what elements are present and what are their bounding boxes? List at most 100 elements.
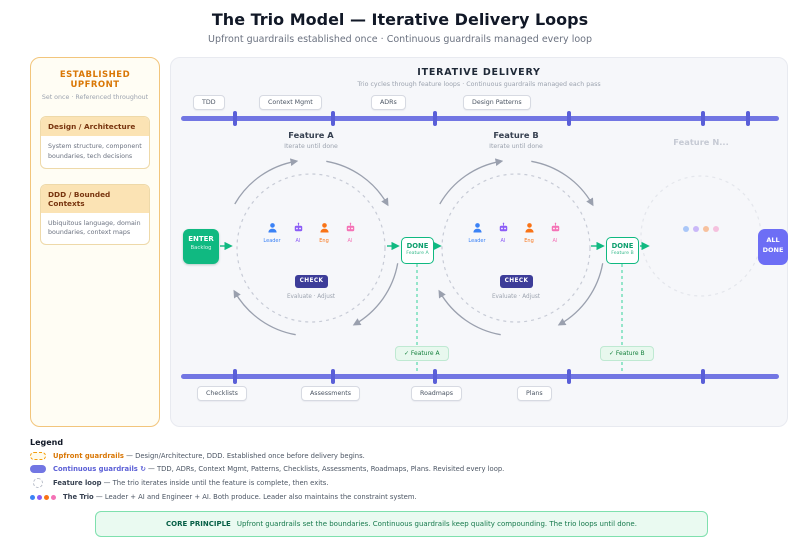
card-ddd-bounded-contexts: DDD / Bounded Contexts Ubiquitous langua…	[40, 183, 150, 245]
guardrail-tick	[567, 111, 571, 126]
legend-rest: — TDD, ADRs, Context Mgmt, Patterns, Che…	[145, 465, 505, 473]
trio-row-feature-a: Leader AI Eng AI	[256, 218, 366, 244]
card-title: Design / Architecture	[41, 117, 149, 136]
trio-dot	[37, 494, 42, 500]
guardrail-pill-assessments: Assessments	[301, 386, 361, 401]
trio-dot	[30, 494, 35, 500]
trio-dot	[51, 494, 56, 500]
all-done-node: ALL DONE	[758, 229, 788, 265]
trio-dots-icon	[30, 494, 56, 500]
all-done-line1: ALL	[766, 236, 780, 244]
legend-lead: Feature loop	[53, 479, 102, 487]
guardrail-pill-plans: Plans	[517, 386, 552, 401]
done-sublabel: Feature A	[406, 251, 429, 256]
delivery-title: ITERATIVE DELIVERY	[417, 67, 541, 78]
done-node-feature-b: DONE Feature B	[606, 237, 639, 264]
continuous-guardrail-line-top	[181, 116, 779, 121]
trio-member-eng: Eng	[314, 218, 335, 244]
robot-icon	[551, 222, 559, 232]
evaluate-adjust-label: Evaluate · Adjust	[286, 294, 336, 300]
person-icon	[319, 223, 329, 233]
trio-member-ai: AI	[545, 218, 566, 244]
legend-item-continuous: Continuous guardrails ↻ — TDD, ADRs, Con…	[30, 465, 650, 473]
legend-lead: Upfront guardrails	[53, 452, 124, 460]
person-icon	[267, 223, 277, 233]
legend-rest: — Design/Architecture, DDD. Established …	[123, 452, 365, 460]
legend-item-upfront: Upfront guardrails — Design/Architecture…	[30, 452, 650, 460]
trio-member-ai: AI	[288, 218, 309, 244]
trio-member-eng: Eng	[519, 218, 540, 244]
guardrail-tick	[433, 369, 437, 384]
delivery-subtitle: Trio cycles through feature loops · Cont…	[357, 81, 601, 88]
guardrail-tick	[567, 369, 571, 384]
feature-a-subtitle: Iterate until done	[284, 143, 338, 150]
trio-dot	[713, 226, 719, 232]
trio-dot	[44, 494, 49, 500]
trio-dot	[703, 226, 709, 232]
legend-title: Legend	[30, 438, 64, 447]
legend-lead: The Trio	[63, 493, 94, 501]
enter-label: ENTER	[188, 235, 214, 243]
feature-n-title: Feature N...	[673, 137, 729, 147]
page-title: The Trio Model — Iterative Delivery Loop…	[211, 10, 589, 29]
guardrail-tick	[701, 111, 705, 126]
trio-dot	[693, 226, 699, 232]
guardrail-tick	[331, 111, 335, 126]
evaluate-adjust-label: Evaluate · Adjust	[491, 294, 541, 300]
complete-pill-feature-a: ✓ Feature A	[395, 346, 449, 361]
core-principle-label: CORE PRINCIPLE	[166, 520, 231, 528]
feature-loop-icon	[33, 478, 43, 488]
trio-member-leader: Leader	[467, 218, 488, 244]
upfront-guardrail-icon	[30, 452, 46, 460]
legend-rest: — The trio iterates inside until the fea…	[101, 479, 329, 487]
trio-row-feature-b: Leader AI Eng AI	[461, 218, 571, 244]
done-label: DONE	[406, 242, 429, 250]
person-icon	[472, 223, 482, 233]
card-title: DDD / Bounded Contexts	[41, 184, 149, 213]
guardrail-tick	[746, 111, 750, 126]
continuous-guardrail-icon	[30, 465, 46, 473]
upfront-title: ESTABLISHED UPFRONT	[59, 70, 131, 90]
trio-row-feature-n	[683, 226, 719, 232]
check-node-feature-b: CHECK	[500, 275, 533, 288]
person-icon	[524, 223, 534, 233]
done-node-feature-a: DONE Feature A	[401, 237, 434, 264]
done-sublabel: Feature B	[611, 251, 634, 256]
enter-sublabel: Backlog	[190, 245, 212, 251]
upfront-panel: ESTABLISHED UPFRONT Set once · Reference…	[30, 57, 160, 427]
guardrail-pill-design-patterns: Design Patterns	[463, 95, 531, 110]
guardrail-pill-checklists: Checklists	[197, 386, 247, 401]
guardrail-pill-adrs: ADRs	[371, 95, 406, 110]
card-design-architecture: Design / Architecture System structure, …	[40, 116, 150, 169]
guardrail-tick	[233, 369, 237, 384]
legend: Legend Upfront guardrails — Design/Archi…	[30, 438, 650, 501]
guardrail-pill-roadmaps: Roadmaps	[411, 386, 463, 401]
guardrail-tick	[433, 111, 437, 126]
legend-item-feature-loop: Feature loop — The trio iterates inside …	[30, 478, 650, 488]
trio-member-ai: AI	[340, 218, 361, 244]
feature-b-title: Feature B	[493, 130, 539, 140]
guardrail-tick	[331, 369, 335, 384]
delivery-panel: ITERATIVE DELIVERY Trio cycles through f…	[170, 57, 788, 427]
card-body: System structure, component boundaries, …	[48, 143, 142, 160]
core-principle-text: Upfront guardrails set the boundaries. C…	[236, 520, 637, 528]
guardrail-tick	[233, 111, 237, 126]
complete-pill-feature-b: ✓ Feature B	[600, 346, 654, 361]
page-header: The Trio Model — Iterative Delivery Loop…	[0, 10, 800, 45]
legend-rest: — Leader + AI and Engineer + AI. Both pr…	[93, 493, 417, 501]
guardrail-pill-tdd: TDD	[193, 95, 225, 110]
continuous-guardrail-line-bottom	[181, 374, 779, 379]
upfront-subtitle: Set once · Referenced throughout	[41, 94, 149, 101]
trio-member-leader: Leader	[262, 218, 283, 244]
legend-lead: Continuous guardrails ↻	[53, 465, 146, 473]
all-done-line2: DONE	[762, 246, 784, 255]
guardrail-pill-context-mgmt: Context Mgmt	[259, 95, 322, 110]
done-label: DONE	[611, 242, 634, 250]
robot-icon	[499, 222, 507, 232]
enter-backlog-node: ENTER Backlog	[183, 229, 219, 264]
guardrail-tick	[701, 369, 705, 384]
core-principle-banner: CORE PRINCIPLE Upfront guardrails set th…	[95, 511, 708, 537]
check-node-feature-a: CHECK	[295, 275, 328, 288]
feature-a-title: Feature A	[288, 130, 334, 140]
card-body: Ubiquitous language, domain boundaries, …	[48, 219, 141, 237]
